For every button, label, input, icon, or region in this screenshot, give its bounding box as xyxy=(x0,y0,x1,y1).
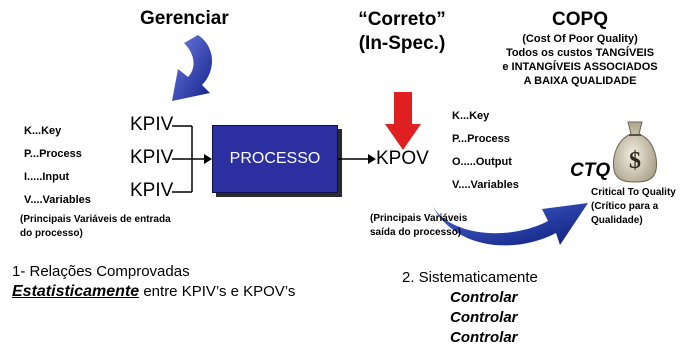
input-legend-input: I.....Input xyxy=(24,171,70,183)
input-legend-process: P...Process xyxy=(24,148,82,160)
input-legend-variables: V....Variables xyxy=(24,194,91,206)
red-down-arrow-icon xyxy=(385,92,421,150)
copq-line1: (Cost Of Poor Quality) xyxy=(522,33,638,45)
estatisticamente-emph: Estatisticamente xyxy=(12,283,140,300)
process-box: PROCESSO xyxy=(212,125,338,193)
kpov-label: KPOV xyxy=(376,148,429,169)
copq-block: COPQ (Cost Of Poor Quality) Todos os cus… xyxy=(470,8,690,88)
correto-label: “Correto” (In-Spec.) xyxy=(347,8,457,56)
copq-title: COPQ xyxy=(552,9,608,30)
output-note-line2: saída do processo) xyxy=(370,227,462,238)
kpiv-connector-lines xyxy=(172,125,212,193)
kpiv-label-2: KPIV xyxy=(130,147,174,168)
bottom-left-rest: entre KPIV’s e KPOV’s xyxy=(139,283,296,300)
bottom-left-text: 1- Relações Comprovadas Estatisticamente… xyxy=(12,262,295,302)
copq-line3: e INTANGÍVEIS ASSOCIADOS xyxy=(502,61,658,73)
kpiv-label-3: KPIV xyxy=(130,180,174,201)
ctq-title: CTQ xyxy=(570,160,611,181)
curved-arrow-down-icon xyxy=(172,35,213,101)
input-legend: K...Key P...Process I.....Input V....Var… xyxy=(24,120,91,212)
output-legend: K...Key P...Process O.....Output V....Va… xyxy=(452,105,519,197)
ctq-line1: Critical To Quality xyxy=(591,187,676,198)
input-legend-key: K...Key xyxy=(24,125,62,137)
bottom-left-line2: Estatisticamente entre KPIV’s e KPOV’s xyxy=(12,282,295,302)
correto-line1: “Correto” xyxy=(358,9,446,30)
input-note: (Principais Variáveis de entrada do proc… xyxy=(20,213,171,241)
bottom-left-line1: 1- Relações Comprovadas xyxy=(12,263,190,280)
ctq-line2: (Crítico para a xyxy=(591,201,659,212)
input-note-line1: (Principais Variáveis de entrada xyxy=(20,214,171,225)
kpiv-label-1: KPIV xyxy=(130,114,174,135)
controlar-item-2: Controlar xyxy=(450,309,518,326)
input-note-line2: do processo) xyxy=(20,228,83,239)
ctq-line3: Qualidade) xyxy=(591,215,643,226)
process-to-kpov-arrow xyxy=(338,154,376,164)
copq-line4: A BAIXA QUALIDADE xyxy=(523,75,637,87)
output-note-line1: (Principais Variáveis xyxy=(370,213,468,224)
controlar-list: Controlar Controlar Controlar xyxy=(450,288,518,348)
controlar-item-3: Controlar xyxy=(450,329,518,346)
output-legend-variables: V....Variables xyxy=(452,179,519,191)
process-label: PROCESSO xyxy=(229,150,321,167)
gerenciar-label: Gerenciar xyxy=(140,8,229,29)
output-legend-process: P...Process xyxy=(452,133,510,145)
bottom-right-heading: 2. Sistematicamente xyxy=(402,269,538,286)
copq-line2: Todos os custos TANGÍVEIS xyxy=(505,47,655,59)
correto-line2: (In-Spec.) xyxy=(358,33,446,54)
output-legend-key: K...Key xyxy=(452,110,490,122)
ctq-description: Critical To Quality (Crítico para a Qual… xyxy=(591,186,676,228)
controlar-item-1: Controlar xyxy=(450,289,518,306)
curved-arrow-right-icon xyxy=(432,203,588,246)
money-bag-icon: $ xyxy=(613,121,657,183)
output-note: (Principais Variáveis saída do processo) xyxy=(370,212,467,240)
money-symbol: $ xyxy=(629,148,641,174)
output-legend-output: O.....Output xyxy=(452,156,512,168)
